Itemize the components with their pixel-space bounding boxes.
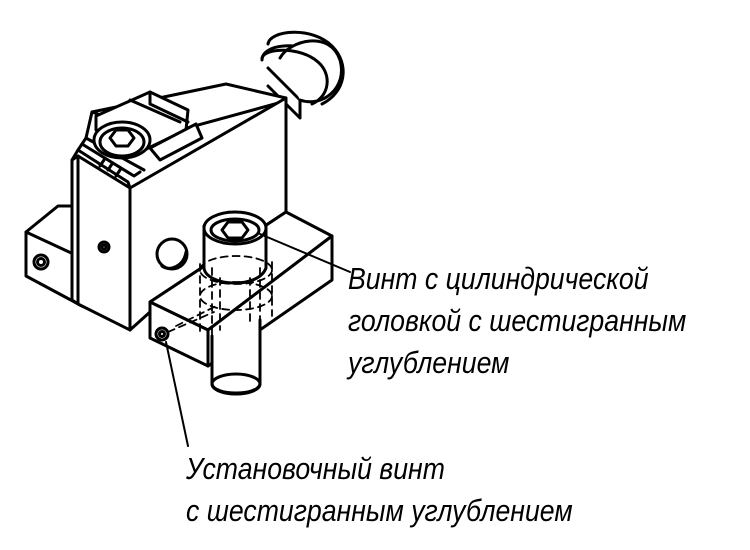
set-screw-hole-icon <box>154 326 170 342</box>
cap-screw-callout-line-2: головкой с шестигранным <box>348 303 687 338</box>
cap-screw-leader <box>259 233 351 273</box>
set-screw-callout-line-2: с шестигранным углублением <box>186 493 573 528</box>
rear-knob <box>260 30 345 120</box>
cap-screw-callout-line-1: Винт с цилиндрической <box>348 261 649 296</box>
body-small-hole-icon <box>97 240 111 254</box>
set-screw-callout-line-1: Установочный винт <box>186 451 445 486</box>
cap-hex-socket-icon <box>220 220 250 240</box>
cap-screw-callout: Винт с цилиндрической головкой с шестигр… <box>348 258 686 384</box>
set-screw-leader <box>165 341 189 447</box>
leader-lines <box>165 233 351 447</box>
foot-screw-hole-icon <box>32 253 50 271</box>
hidden-lines <box>167 255 273 337</box>
cap-screw-callout-line-3: углублением <box>348 345 510 380</box>
set-screw-callout: Установочный винт с шестигранным углубле… <box>186 448 573 532</box>
vertical-cap-screw <box>202 210 268 396</box>
main-body <box>70 82 288 332</box>
top-cap-screw <box>92 120 152 160</box>
top-hex-socket-icon <box>108 128 136 148</box>
